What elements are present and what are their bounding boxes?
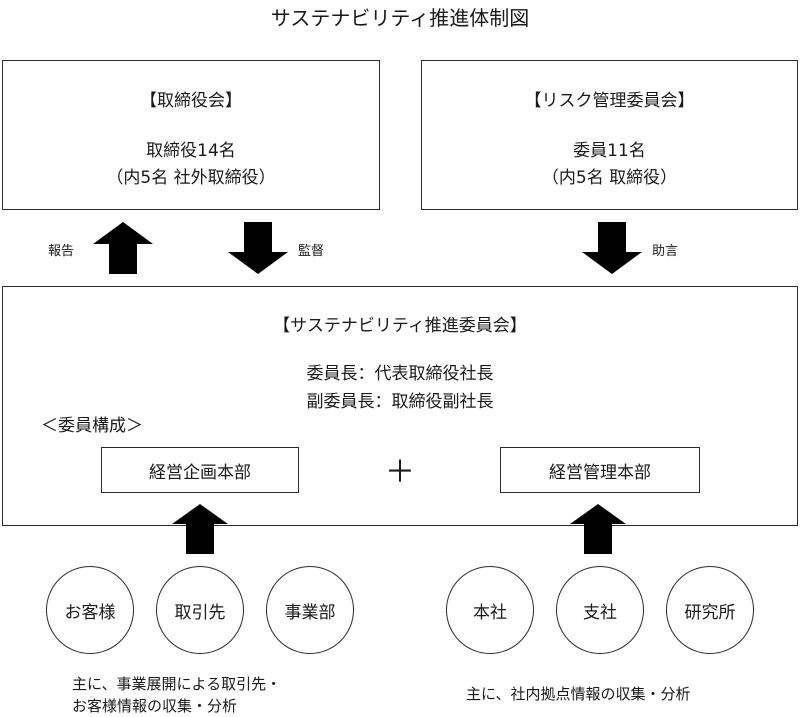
source-business-divisions-circle: 事業部	[266, 566, 354, 654]
supervise-down-arrow-icon	[228, 222, 288, 274]
source-research-labs-circle: 研究所	[666, 566, 754, 654]
report-up-arrow-icon	[93, 222, 153, 274]
sustainability-committee-heading: 【サステナビリティ推進委員会】	[273, 316, 527, 336]
board-heading: 【取締役会】	[140, 91, 242, 111]
risk-committee-box: 【リスク管理委員会】 委員11名 （内5名 取締役）	[421, 60, 798, 210]
committee-composition-label: ＜委員構成＞	[41, 416, 143, 436]
left-sources-up-arrow-icon	[172, 504, 228, 554]
left-group-note-line1: 主に、事業展開による取引先・	[72, 675, 282, 693]
source-business-partners-label: 取引先	[174, 602, 226, 623]
page-title: サステナビリティ推進体制図	[270, 6, 530, 30]
plus-sign: ＋	[385, 455, 415, 490]
source-head-office-circle: 本社	[446, 566, 534, 654]
right-group-note: 主に、社内拠点情報の収集・分析	[466, 685, 691, 703]
corporate-management-dept-box: 経営管理本部	[500, 447, 700, 493]
report-label: 報告	[48, 244, 75, 259]
advise-label: 助言	[652, 244, 679, 259]
board-members: 取締役14名	[146, 141, 236, 161]
left-group-note-line2: お客様情報の収集・分析	[72, 697, 238, 715]
source-branch-offices-circle: 支社	[556, 566, 644, 654]
board-of-directors-box: 【取締役会】 取締役14名 （内5名 社外取締役）	[2, 60, 380, 210]
board-members-detail: （内5名 社外取締役）	[106, 168, 276, 188]
risk-committee-heading: 【リスク管理委員会】	[524, 91, 695, 111]
source-business-partners-circle: 取引先	[156, 566, 244, 654]
supervise-label: 監督	[298, 244, 325, 259]
left-group-note: 主に、事業展開による取引先・ お客様情報の収集・分析	[72, 673, 281, 717]
source-customers-circle: お客様	[46, 566, 134, 654]
source-branch-offices-label: 支社	[583, 602, 617, 623]
risk-committee-members-detail: （内5名 取締役）	[541, 168, 678, 188]
sustainability-committee-box: 【サステナビリティ推進委員会】 委員長：代表取締役社長 副委員長：取締役副社長 …	[2, 286, 798, 526]
corporate-planning-dept-label: 経営企画本部	[149, 462, 251, 483]
source-head-office-label: 本社	[473, 602, 507, 623]
corporate-management-dept-label: 経営管理本部	[549, 462, 651, 483]
right-sources-up-arrow-icon	[570, 504, 626, 554]
source-research-labs-label: 研究所	[684, 602, 736, 623]
source-business-divisions-label: 事業部	[284, 602, 336, 623]
corporate-planning-dept-box: 経営企画本部	[101, 447, 299, 493]
committee-vice-chair: 副委員長：取締役副社長	[306, 392, 494, 412]
committee-chair: 委員長：代表取締役社長	[306, 364, 494, 384]
advise-down-arrow-icon	[582, 222, 642, 274]
risk-committee-members: 委員11名	[573, 141, 646, 161]
source-customers-label: お客様	[64, 602, 116, 623]
